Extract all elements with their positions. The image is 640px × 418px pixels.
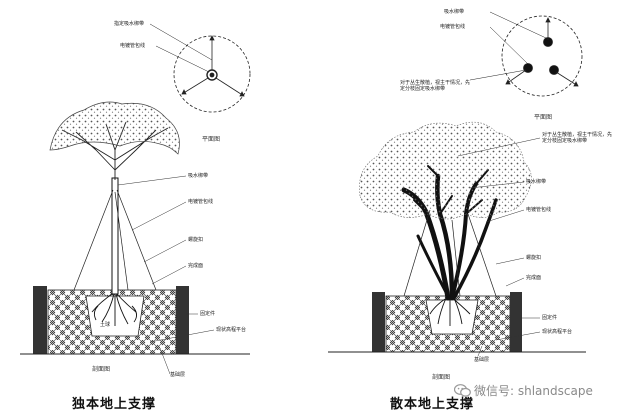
- left-caption: 独本地上支撑: [72, 397, 157, 412]
- left-post-right: [176, 286, 189, 354]
- watermark-text: 微信号: shlandscape: [474, 383, 593, 398]
- right-note: 对于丛生散植，视主干情况，先定分枝固定吸水绑带: [542, 132, 613, 144]
- left-label-8: 基础层: [170, 372, 186, 378]
- left-section-view-title: 剖面图: [92, 366, 111, 373]
- right-plan-circle: [501, 15, 583, 97]
- left-trunk: [111, 177, 119, 295]
- left-section: [20, 101, 250, 375]
- right-plan-view: [469, 11, 583, 97]
- right-label-1: 吸水绑带: [526, 179, 547, 185]
- right-plan-view-title: 平面图: [534, 114, 553, 121]
- right-post-left: [372, 292, 385, 352]
- watermark: 微信号: shlandscape: [454, 383, 593, 398]
- right-label-7: 基础层: [474, 357, 490, 363]
- right-canopy: [359, 121, 532, 220]
- left-label-6: 固定件: [200, 311, 216, 317]
- left-post-left: [33, 286, 47, 354]
- left-plan-label-2: 电镀管包线: [120, 43, 146, 49]
- right-plan-label-2: 电镀管包线: [440, 24, 466, 30]
- left-label-4: 完成面: [188, 263, 204, 269]
- left-plan-label-1: 指定吸水绑带: [114, 21, 145, 27]
- left-label-5: 土球: [100, 322, 111, 328]
- right-label-3: 螺旋扣: [526, 255, 542, 261]
- left-canopy-outline: [49, 101, 180, 155]
- right-leaders: [457, 137, 541, 357]
- right-label-5: 固定件: [542, 315, 558, 321]
- right-guy-wires: [403, 209, 497, 297]
- wechat-icon: [454, 383, 471, 397]
- right-root-ball: [425, 299, 479, 335]
- left-label-3: 螺旋扣: [188, 237, 204, 243]
- right-plan-label-1: 吸水绑带: [444, 9, 465, 15]
- left-leaders: [117, 175, 215, 375]
- left-guy-wires: [73, 189, 157, 291]
- left-label-1: 吸水绑带: [188, 173, 209, 179]
- left-plan-view: [149, 23, 251, 113]
- right-label-6: 现状高程平台: [542, 329, 573, 335]
- right-caption: 散本地上支撑: [390, 397, 475, 412]
- left-label-2: 电镀管包线: [188, 199, 214, 205]
- left-plan-view-title: 平面图: [202, 136, 221, 143]
- right-label-2: 电镀管包线: [526, 207, 552, 213]
- left-label-7: 现状高程平台: [216, 327, 247, 333]
- right-post-right: [510, 292, 522, 352]
- left-plan-circle: [173, 35, 251, 113]
- right-plan-note: 对于丛生散植，视主干情况，先定分枝固定吸水绑带: [400, 80, 471, 92]
- right-section: [328, 121, 586, 357]
- right-section-view-title: 剖面图: [432, 374, 451, 381]
- right-label-4: 完成面: [526, 275, 542, 281]
